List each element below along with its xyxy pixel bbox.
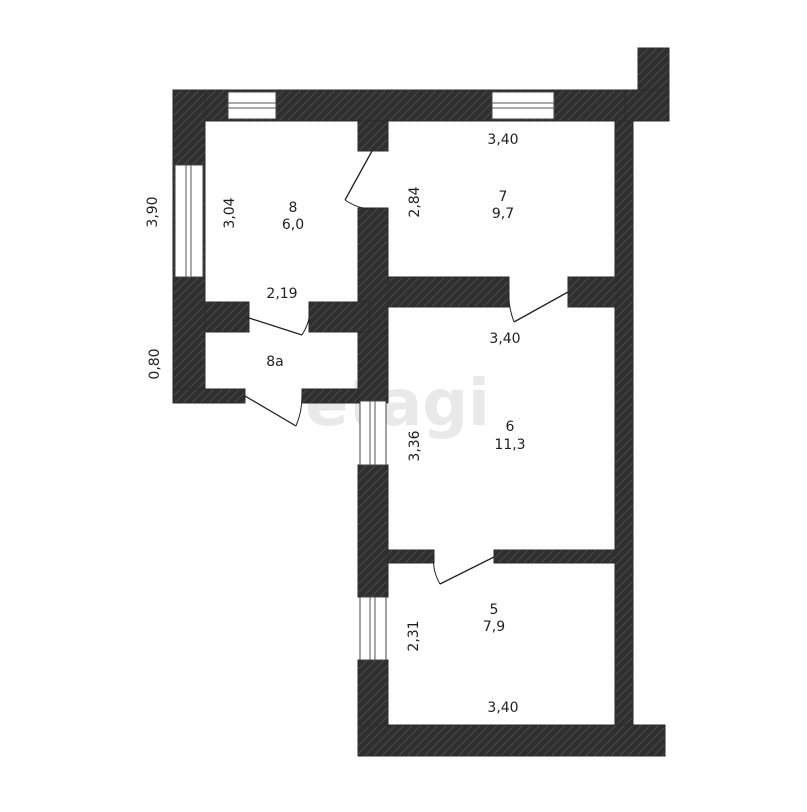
window-room6 <box>359 400 387 466</box>
windows <box>174 91 555 661</box>
dim-room8-height: 3,04 <box>222 197 238 228</box>
wall-mid-lower <box>357 464 389 598</box>
wall-right <box>614 120 634 726</box>
room-5-area: 7,9 <box>483 619 505 635</box>
dim-room6-width: 3,40 <box>489 331 520 347</box>
door-room8a-exit <box>244 395 303 427</box>
room-7-number: 7 <box>499 189 508 205</box>
dim-room5-width: 3,40 <box>487 700 518 716</box>
window-top-left <box>227 91 277 120</box>
window-top-right <box>491 91 555 120</box>
dim-room7-height: 2,84 <box>407 186 423 217</box>
wall-7-6-right <box>567 276 619 308</box>
doors <box>244 150 569 585</box>
room-8-area: 6,0 <box>282 217 304 233</box>
door-room8-room8a <box>248 317 310 336</box>
dim-room5-height: 2,31 <box>406 620 422 651</box>
wall-6-5-right <box>493 549 617 564</box>
dim-room7-width: 3,40 <box>487 132 518 148</box>
dimension-labels: 3,90 0,80 3,04 2,19 3,40 2,84 3,40 3,36 … <box>145 132 521 716</box>
wall-top-right <box>624 89 670 122</box>
window-room5 <box>359 596 387 661</box>
room-8a-number: 8а <box>266 354 284 370</box>
dim-room6-height: 3,36 <box>407 430 423 461</box>
door-room8-room7 <box>344 150 373 209</box>
wall-8-8a-left <box>204 301 250 333</box>
window-left <box>174 164 204 278</box>
room-5-number: 5 <box>490 602 499 618</box>
room-8-number: 8 <box>289 200 298 216</box>
door-room7-room6 <box>508 291 569 323</box>
room-6-number: 6 <box>506 419 515 435</box>
wall-mid-bottom <box>357 659 389 727</box>
room-labels: 8 6,0 7 9,7 8а 6 11,3 5 7,9 <box>266 189 525 635</box>
dim-outer-left-upper: 3,90 <box>145 196 161 227</box>
room-7-area: 9,7 <box>492 206 514 222</box>
wall-mid-top <box>357 120 389 152</box>
wall-8a-bottom-left <box>172 388 246 404</box>
dim-outer-left-lower: 0,80 <box>147 348 163 379</box>
wall-8-8a-right <box>308 301 370 333</box>
watermark-logo: etagi <box>305 367 490 441</box>
room-6-area: 11,3 <box>494 437 525 453</box>
wall-7-6-left <box>387 276 510 308</box>
door-room6-room5 <box>433 556 495 585</box>
wall-6-5-left <box>387 549 435 564</box>
dim-room8-width: 2,19 <box>266 286 297 302</box>
wall-bottom <box>357 724 666 757</box>
